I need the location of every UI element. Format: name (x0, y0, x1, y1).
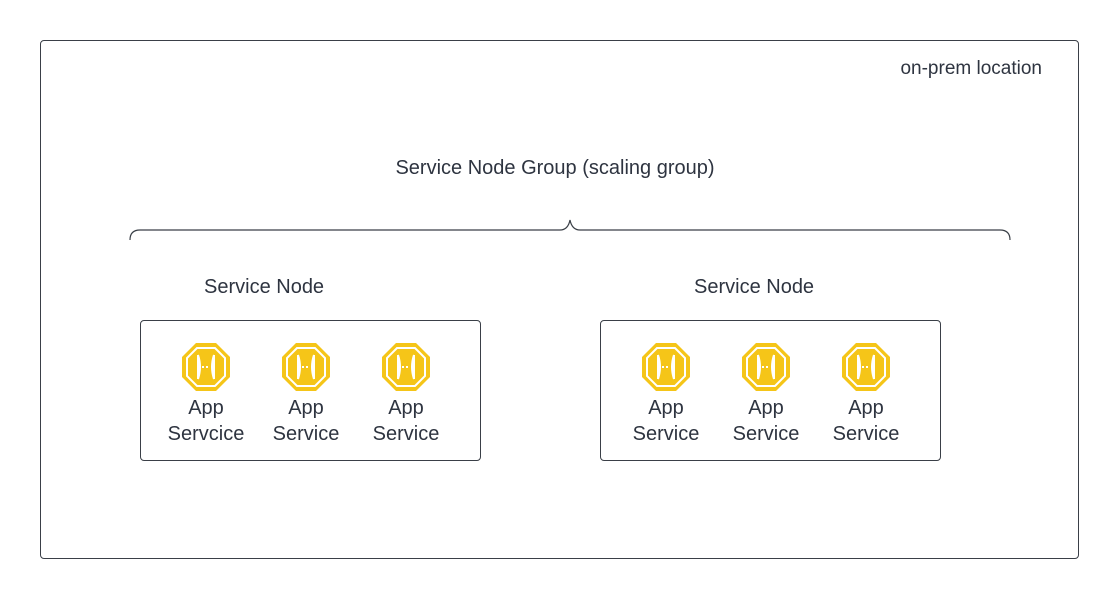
app-service-label-line2: Service (632, 423, 700, 445)
app-service-label-line2: Servcice (167, 423, 245, 445)
app-service-label-line2: Service (832, 423, 900, 445)
service-node-title-1: Service Node (204, 276, 325, 298)
app-service-label-line1: App (188, 397, 224, 419)
app-service-label-line2: Service (372, 423, 440, 445)
service-node-1: App Servcice App Service App Service (140, 320, 481, 461)
app-service-icon (642, 343, 690, 391)
app-service-label-line1: App (388, 397, 424, 419)
service-node-title-2: Service Node (694, 276, 815, 298)
app-service-1-3: App Service (356, 341, 456, 447)
app-service-2-1: App Service (616, 341, 716, 447)
app-service-label-line1: App (648, 397, 684, 419)
app-service-label-line1: App (748, 397, 784, 419)
app-service-icon (182, 343, 230, 391)
group-title-row: Service Node Group (scaling group) (0, 157, 1120, 180)
app-service-2-2: App Service (716, 341, 816, 447)
app-service-icon (382, 343, 430, 391)
app-service-2-3: App Service (816, 341, 916, 447)
on-prem-location-boundary (40, 40, 1079, 559)
service-node-2: App Service App Service App Service (600, 320, 941, 461)
app-service-1-1: App Servcice (156, 341, 256, 447)
app-service-label-line1: App (288, 397, 324, 419)
location-label: on-prem location (900, 58, 1042, 79)
curly-brace-path (129, 219, 1011, 241)
service-node-group-title: Service Node Group (scaling group) (395, 157, 715, 179)
app-service-label-line2: Service (272, 423, 340, 445)
group-brace (129, 219, 1011, 241)
app-service-icon (742, 343, 790, 391)
app-service-icon (282, 343, 330, 391)
app-service-icon (842, 343, 890, 391)
app-service-label-line1: App (848, 397, 884, 419)
app-service-1-2: App Service (256, 341, 356, 447)
app-service-label-line2: Service (732, 423, 800, 445)
